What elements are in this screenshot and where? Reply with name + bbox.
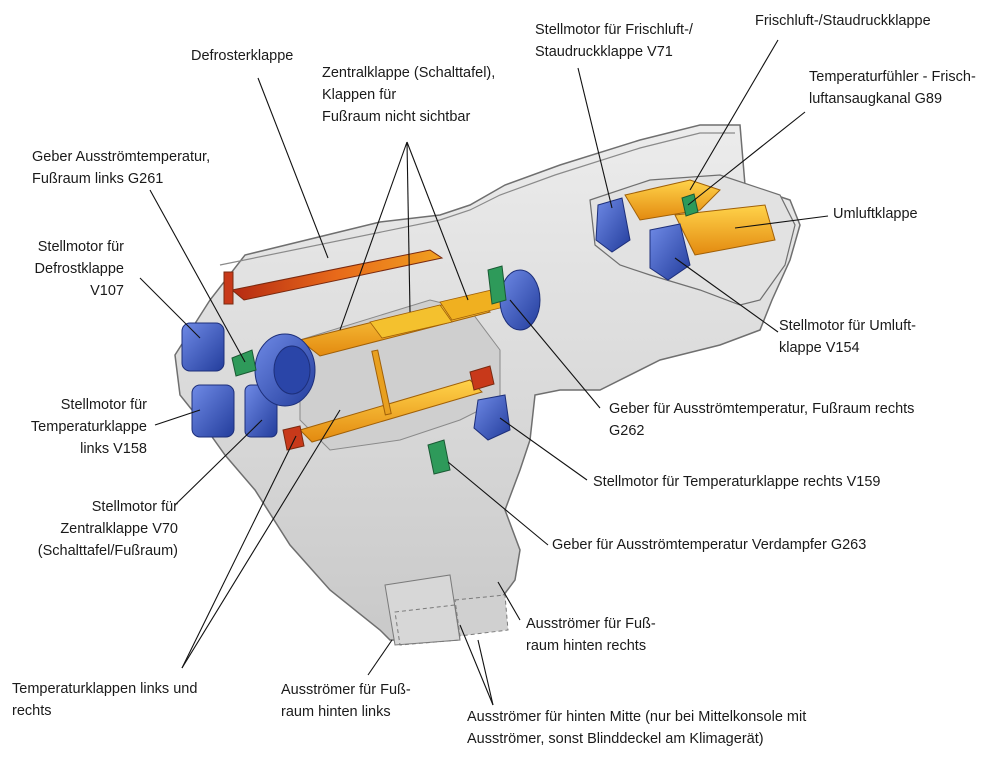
label-stellmotor-v158: Stellmotor für Temperaturklappe links V1… bbox=[30, 397, 147, 457]
sensor-g262 bbox=[487, 265, 507, 305]
label-temperaturklappen: Temperaturklappen links und rechts bbox=[12, 681, 198, 719]
defroster-lever bbox=[223, 271, 234, 305]
leader-lines bbox=[139, 39, 829, 706]
central-flap-segment-2 bbox=[369, 304, 453, 339]
temperature-flap-rod bbox=[371, 349, 392, 416]
actuator-v71 bbox=[595, 197, 631, 253]
label-umluftklappe: Umluftklappe bbox=[833, 206, 918, 222]
sensor-g263 bbox=[427, 439, 451, 475]
label-geber-g261: Geber Ausströmtemperatur, Fußraum links … bbox=[32, 149, 211, 187]
label-geber-g262: Geber für Ausströmtemperatur, Fußraum re… bbox=[609, 401, 915, 439]
central-flap-drum bbox=[254, 333, 316, 407]
footwell-duct-right bbox=[454, 594, 509, 637]
sensor-g261 bbox=[231, 349, 257, 377]
label-ausstroemer-mitte: Ausströmer für hinten Mitte (nur bei Mit… bbox=[467, 709, 807, 747]
label-stellmotor-v159: Stellmotor für Temperaturklappe rechts V… bbox=[593, 474, 881, 490]
actuator-v154 bbox=[649, 223, 691, 281]
label-stellmotor-v70: Stellmotor für Zentralklappe V70 (Schalt… bbox=[37, 499, 178, 559]
label-defrosterklappe: Defrosterklappe bbox=[191, 48, 294, 64]
label-stellmotor-v154: Stellmotor für Umluft- klappe V154 bbox=[779, 318, 916, 356]
housing-top-rim bbox=[219, 132, 735, 266]
temperature-flap-left-end bbox=[282, 425, 305, 451]
label-zentralklappe: Zentralklappe (Schalttafel), Klappen für… bbox=[322, 65, 496, 125]
sensor-g89 bbox=[681, 193, 699, 217]
label-temp-g89: Temperaturfühler - Frisch- luftansaugkan… bbox=[809, 69, 976, 107]
recirculation-flap bbox=[674, 204, 776, 256]
temperature-flap-right-end bbox=[469, 365, 495, 391]
label-frischluftklappe: Frischluft-/Staudruckklappe bbox=[755, 13, 931, 29]
footwell-duct-left bbox=[384, 574, 461, 646]
actuator-v107 bbox=[181, 322, 225, 372]
label-geber-g263: Geber für Ausströmtemperatur Verdampfer … bbox=[552, 537, 867, 553]
label-stellmotor-v71: Stellmotor für Frischluft-/ Staudruckkla… bbox=[535, 22, 693, 60]
actuator-v158 bbox=[191, 384, 235, 438]
label-stellmotor-v107: Stellmotor für Defrostklappe V107 bbox=[34, 239, 124, 299]
label-ausstroemer-links: Ausströmer für Fuß- raum hinten links bbox=[281, 682, 411, 720]
actuator-v159 bbox=[473, 394, 511, 441]
label-ausstroemer-rechts: Ausströmer für Fuß- raum hinten rechts bbox=[526, 616, 656, 654]
